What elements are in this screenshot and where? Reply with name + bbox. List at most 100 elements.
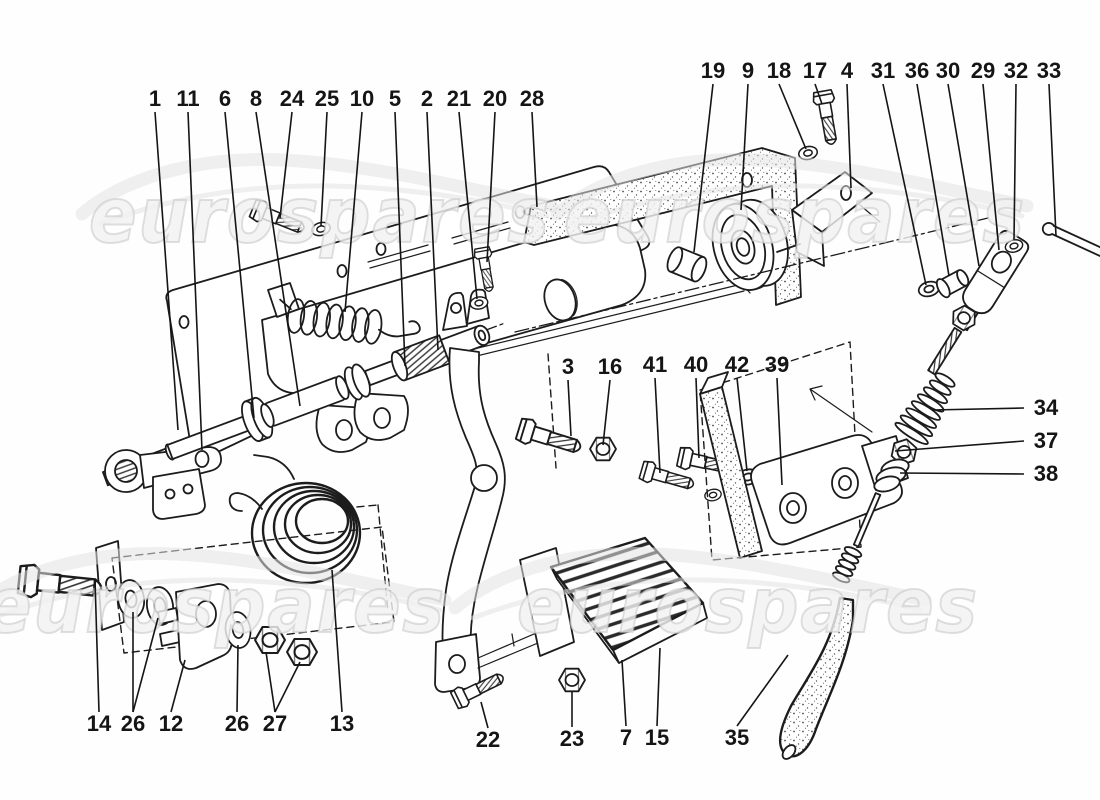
nut-23 [558,667,586,693]
leader-line-34 [931,407,1025,411]
part-number-11: 11 [176,86,199,111]
part-number-20: 20 [483,86,507,111]
part-number-6: 6 [219,86,231,111]
pedal-pad-7 [519,536,708,664]
exploded-drawing [16,88,1100,760]
leader-line-26 [236,644,239,713]
dashed-outline-right [699,341,862,561]
part-number-31: 31 [871,58,895,83]
part-number-26: 26 [225,711,249,736]
watermark-text: eurospares [89,172,551,261]
leader-line-31 [882,83,927,286]
leader-line-3 [567,379,572,437]
return-spring-10 [267,282,421,345]
part-number-28: 28 [520,86,544,111]
leader-line-10 [344,111,363,313]
washer-stack-38 [873,458,910,493]
part-number-37: 37 [1034,428,1058,453]
part-number-34: 34 [1034,395,1059,420]
firewall-section [699,341,873,561]
leader-line-32 [1013,83,1017,241]
release-lever-11 [102,443,222,520]
clutch-cable-35 [779,596,855,760]
leader-line-17 [814,83,823,105]
part-number-8: 8 [250,86,262,111]
part-number-15: 15 [645,725,669,750]
part-number-38: 38 [1034,461,1058,486]
leader-line-38 [899,472,1025,475]
bolt-3 [514,415,585,461]
part-number-35: 35 [725,725,749,750]
threaded-rod [927,326,963,376]
leader-line-27 [265,651,276,713]
part-number-29: 29 [971,58,995,83]
leader-line-29 [982,83,1000,251]
part-number-13: 13 [330,711,354,736]
leader-line-13 [331,569,343,713]
part-number-14: 14 [87,711,112,736]
leader-line-42 [736,377,748,472]
leader-line-16 [602,379,611,446]
part-number-23: 23 [560,726,584,751]
leader-line-25 [320,111,328,227]
part-number-24: 24 [280,86,305,111]
part-number-3: 3 [562,354,574,379]
leader-line-20 [486,111,496,263]
leader-line-4 [846,83,852,189]
leader-line-8 [255,111,301,407]
watermark-layer: eurospares eurospares eurospares eurospa… [0,160,1027,652]
part-number-16: 16 [598,354,622,379]
clevis-pin-30 [935,269,970,299]
part-number-9: 9 [742,58,754,83]
leader-line-35 [736,654,789,727]
leader-line-39 [776,377,783,486]
leader-line-2 [426,111,439,351]
leader-line-1 [154,111,179,431]
part-number-33: 33 [1037,58,1061,83]
leader-line-18 [778,83,807,150]
leader-line-27 [274,661,301,713]
part-number-40: 40 [684,352,708,377]
lever-clevis [152,468,206,520]
cable-rod [852,492,882,548]
part-number-41: 41 [643,352,667,377]
bolt-17 [811,88,843,147]
part-number-19: 19 [701,58,725,83]
part-number-21: 21 [447,86,471,111]
leader-line-36 [916,83,950,277]
part-number-26: 26 [121,711,145,736]
watermark-text: eurospares [564,172,1026,261]
leader-line-7 [621,659,627,727]
part-number-42: 42 [725,352,749,377]
part-number-12: 12 [159,711,183,736]
leader-line-41 [654,377,661,474]
watermark-text: eurospares [517,562,979,651]
pivot-shaft-assembly [164,324,491,461]
leader-line-12 [170,659,186,713]
cotter-pin-33 [1041,222,1100,257]
leader-line-6 [224,111,255,419]
part-number-27: 27 [263,711,287,736]
leader-line-5 [394,111,406,367]
leader-line-9 [740,83,749,211]
leader-line-28 [531,111,538,208]
mount-block-group [16,526,395,670]
part-number-4: 4 [841,58,854,83]
roller-bush-19 [666,246,708,283]
leader-line-22 [480,701,489,729]
part-number-18: 18 [767,58,791,83]
part-number-2: 2 [421,86,433,111]
watermark-text: eurospares [0,562,446,651]
boot-spring-34 [894,372,956,445]
part-number-7: 7 [620,725,632,750]
part-number-17: 17 [803,58,827,83]
roller-9 [711,198,789,291]
leader-line-33 [1048,83,1057,237]
part-number-32: 32 [1004,58,1028,83]
leader-line-30 [947,83,980,267]
leader-line-19 [693,83,714,253]
part-number-1: 1 [149,86,161,111]
leader-line-40 [695,377,700,459]
